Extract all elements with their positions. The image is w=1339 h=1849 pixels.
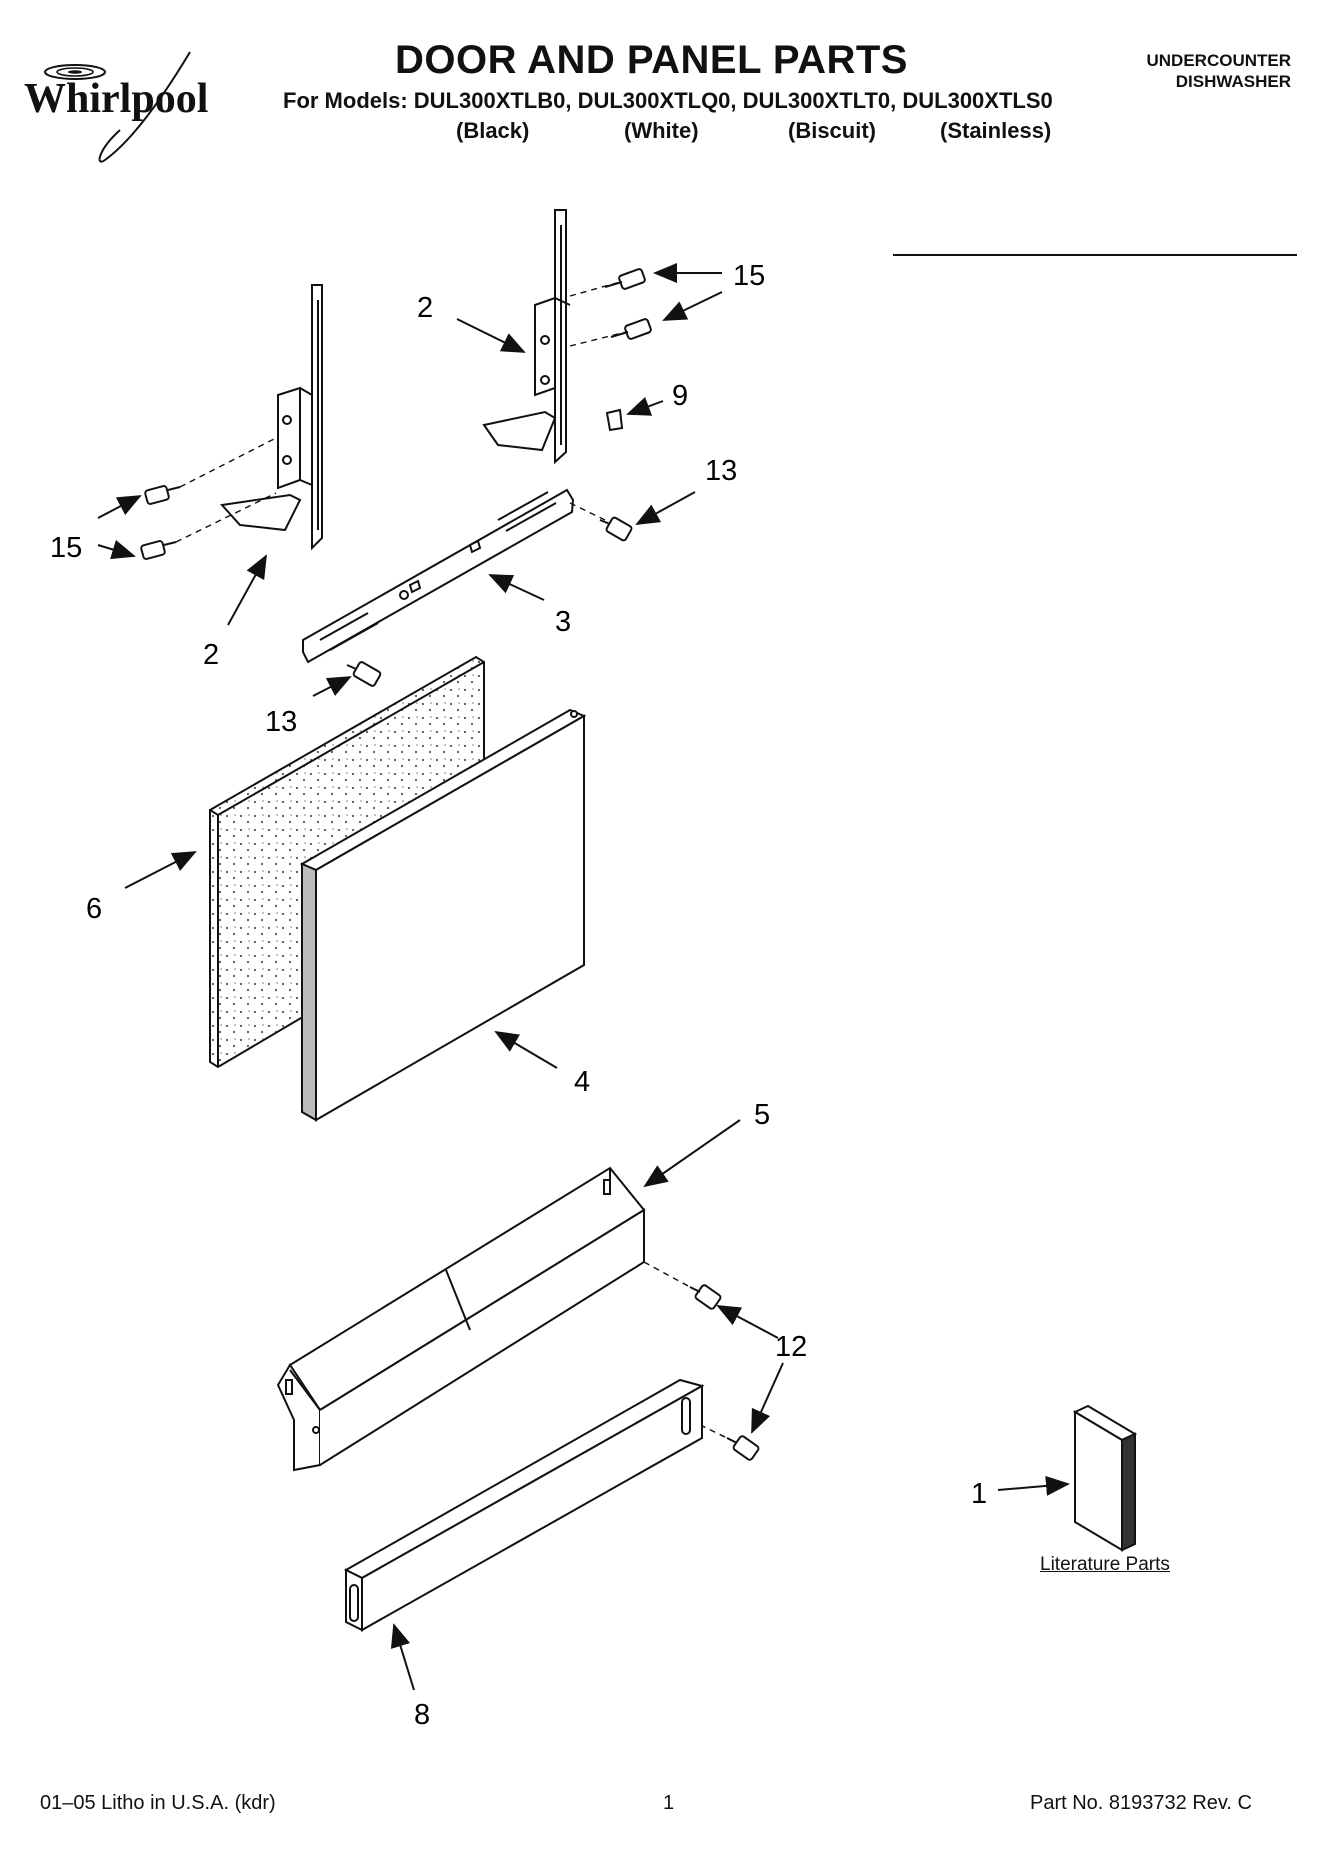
literature-booklet-1 (1072, 1404, 1138, 1552)
callout-4: 4 (574, 1066, 590, 1098)
variant-stainless: (Stainless) (940, 118, 1052, 143)
screw-15-left-upper (144, 485, 181, 505)
screw-15-right-lower (610, 318, 652, 340)
page-title: DOOR AND PANEL PARTS (395, 38, 908, 82)
screw-15-right-upper (604, 268, 646, 290)
callout-9: 9 (672, 380, 688, 412)
variant-white: (White) (624, 118, 699, 143)
kickplate-5 (276, 1166, 646, 1472)
callout-13-right: 13 (705, 455, 737, 487)
models-line: For Models: DUL300XTLB0, DUL300XTLQ0, DU… (283, 88, 1053, 113)
callout-15-top: 15 (733, 260, 765, 292)
callout-3: 3 (555, 606, 571, 638)
callout-13-left: 13 (265, 706, 297, 738)
whirlpool-logo: Whirlpool (24, 51, 208, 163)
callout-12: 12 (775, 1331, 807, 1363)
category-line-1: UNDERCOUNTER (1146, 51, 1292, 70)
screw-15-left-lower (140, 540, 177, 560)
callout-8: 8 (414, 1699, 430, 1731)
product-category: UNDERCOUNTER DISHWASHER (1147, 50, 1292, 92)
whirlpool-wordmark: Whirlpool (24, 76, 208, 122)
footer-litho: 01–05 Litho in U.S.A. (kdr) (40, 1792, 276, 1814)
footer-part-number: Part No. 8193732 Rev. C (1030, 1792, 1252, 1814)
footer-page-number: 1 (663, 1792, 675, 1814)
variant-black: (Black) (456, 118, 530, 143)
literature-parts-label: Literature Parts (1040, 1554, 1170, 1575)
clip-9 (605, 408, 624, 432)
hinge-bracket-left (220, 284, 323, 551)
kick-strip-8 (343, 1378, 705, 1632)
mounting-rail-3 (302, 488, 575, 664)
callout-1: 1 (971, 1478, 987, 1510)
callout-15-left: 15 (50, 532, 82, 564)
screw-13-left (346, 661, 382, 687)
variant-biscuit: (Biscuit) (788, 118, 876, 143)
door-panel-4 (299, 708, 587, 1122)
callout-2-left: 2 (203, 639, 219, 671)
category-line-2: DISHWASHER (1175, 72, 1291, 91)
screw-12-upper (689, 1284, 722, 1310)
callout-2-top: 2 (417, 292, 433, 324)
callout-5: 5 (754, 1099, 770, 1131)
hinge-bracket-right (482, 209, 571, 465)
screw-12-lower (726, 1435, 760, 1461)
callout-6: 6 (86, 893, 102, 925)
screw-13-right (599, 516, 633, 542)
